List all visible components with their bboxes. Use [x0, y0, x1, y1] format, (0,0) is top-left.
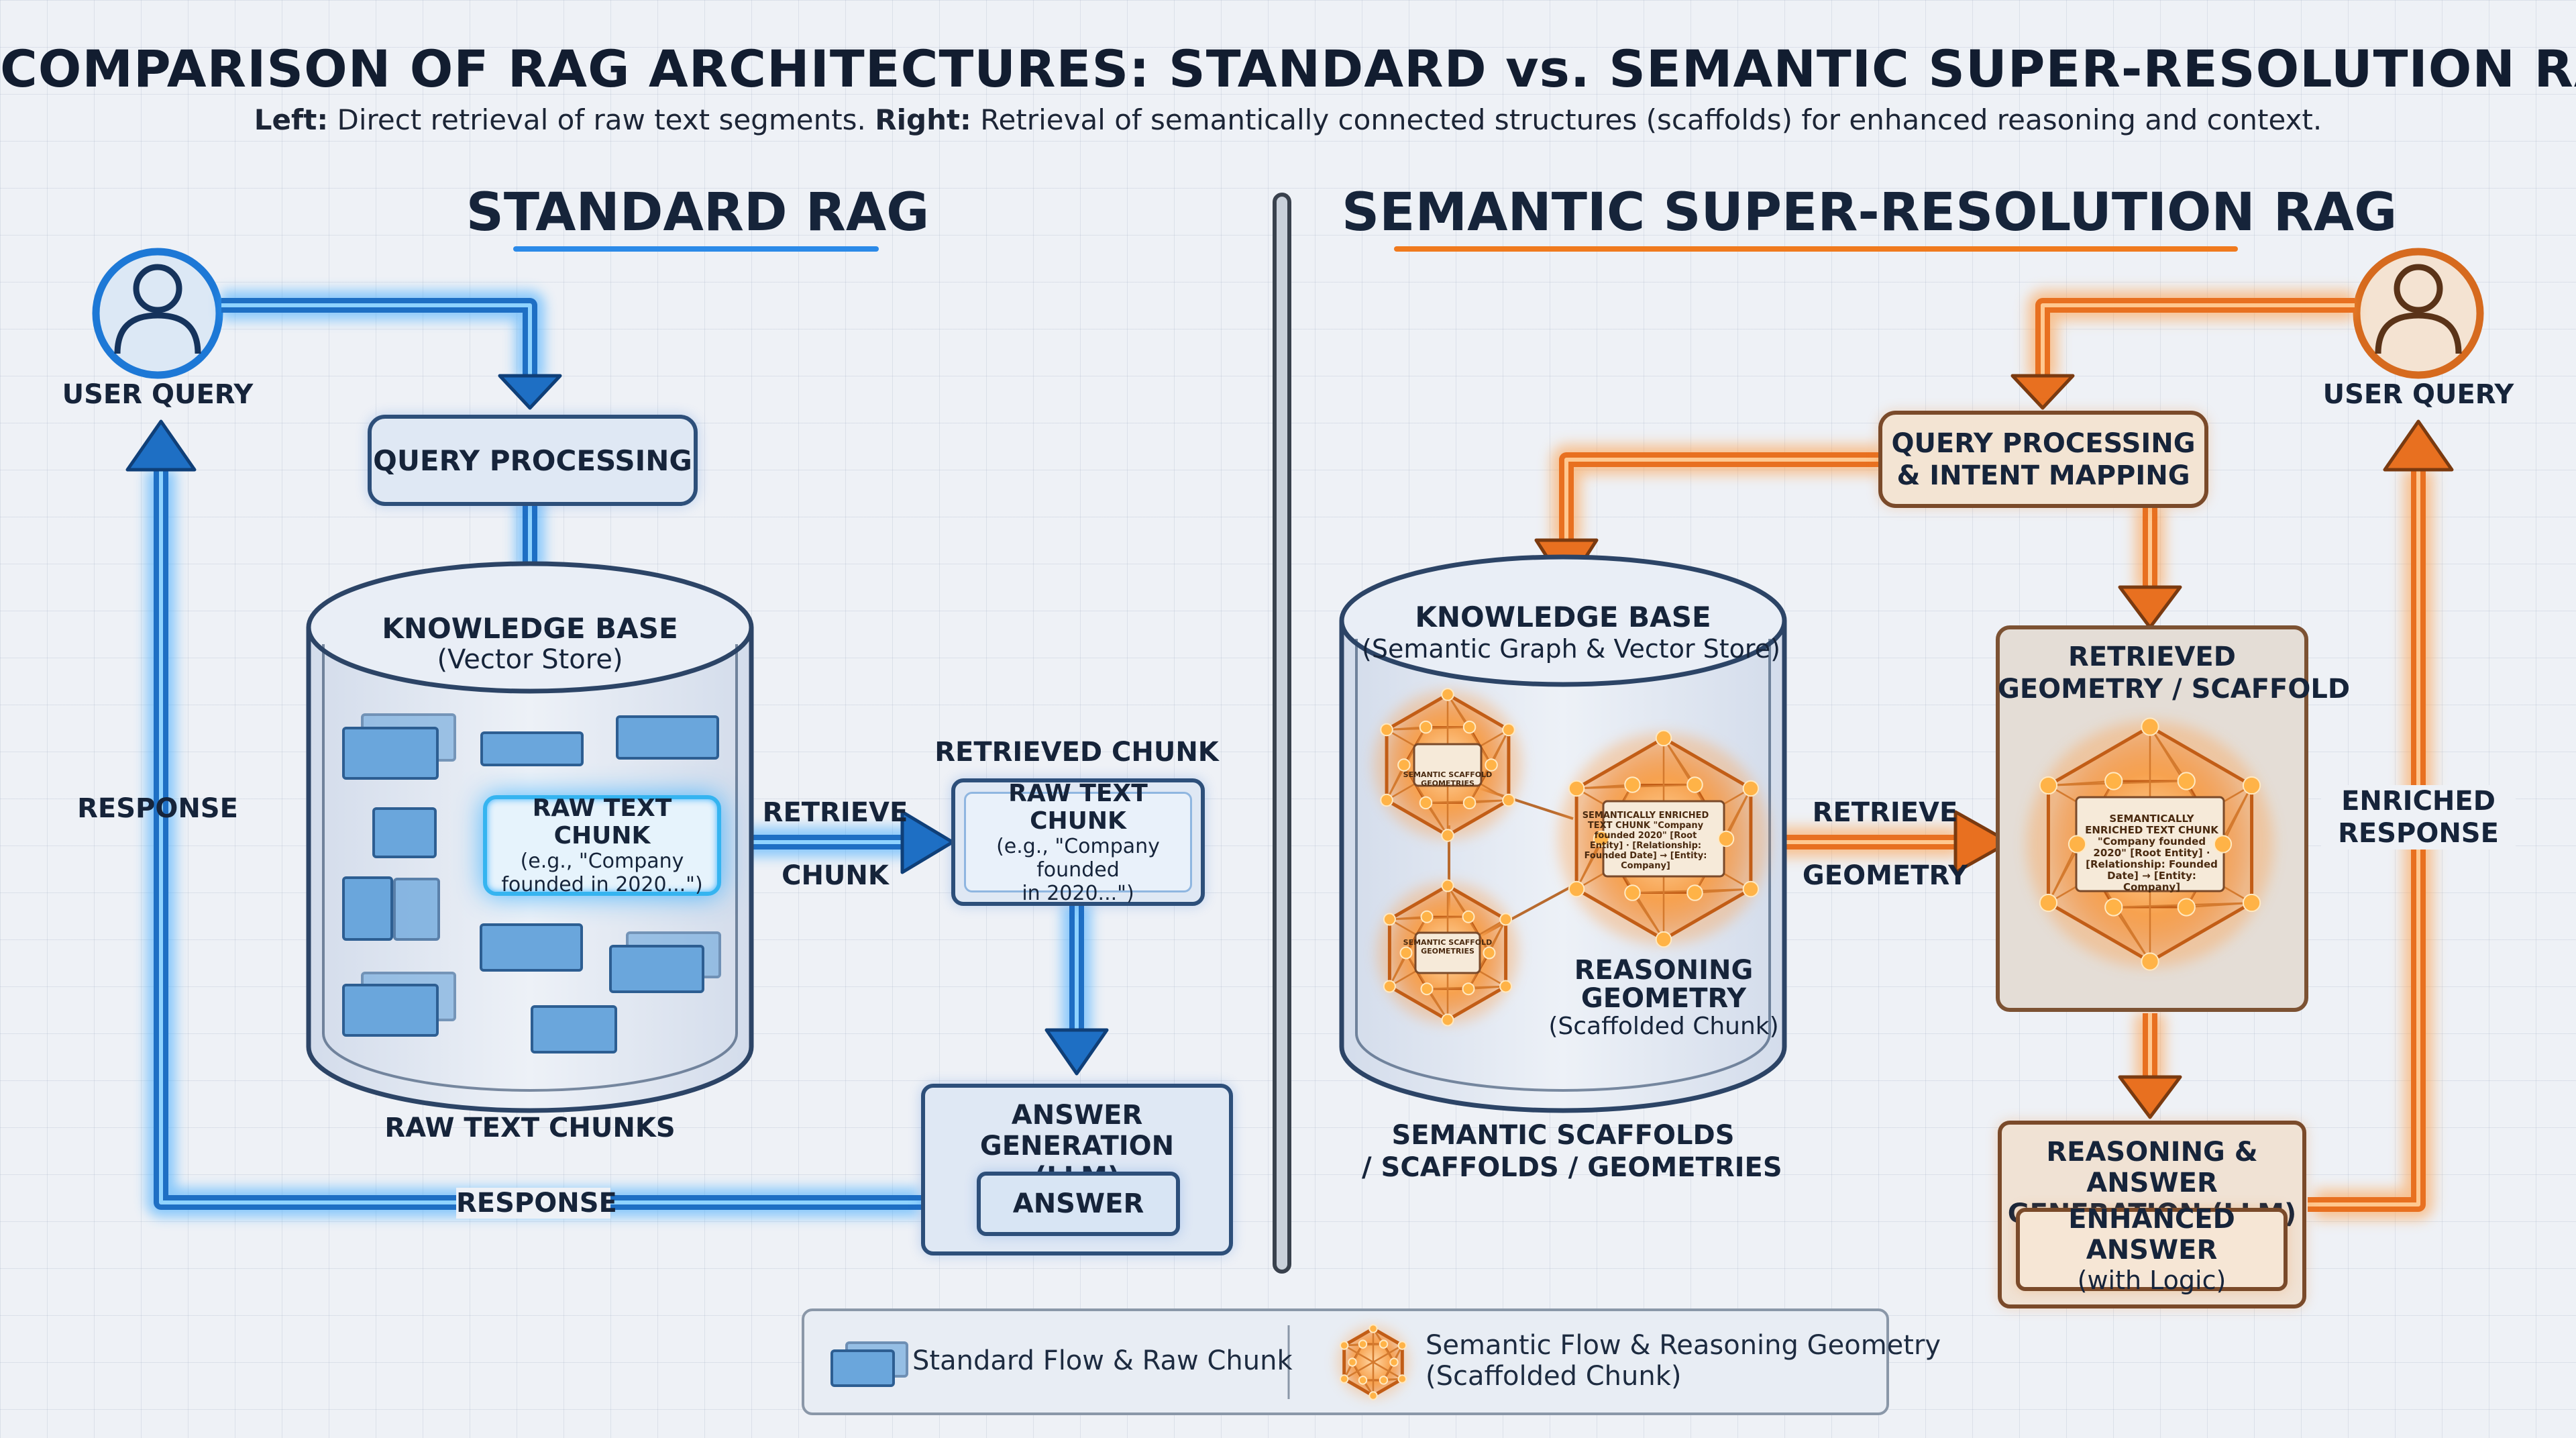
enhanced-answer-line-1: ENHANCED ANSWER — [2068, 1204, 2235, 1266]
retrieved-geometry-node-text: SEMANTICALLY ENRICHED TEXT CHUNK "Compan… — [2085, 813, 2218, 893]
raw-text-chunks-label: RAW TEXT CHUNKS — [384, 1113, 676, 1143]
legend-geometry-icon — [1338, 1324, 1409, 1400]
standard-raw-chunk-icons — [342, 713, 721, 1054]
standard-retrieve-label-2: CHUNK — [782, 860, 889, 891]
standard-kb-subtitle: (Vector Store) — [437, 644, 623, 675]
standard-user-query-label: USER QUERY — [62, 379, 254, 410]
reasoning-geometry-line-1: REASONING — [1574, 955, 1754, 986]
legend-standard-text: Standard Flow & Raw Chunk — [912, 1345, 1293, 1376]
retrieved-geometry-line-2: GEOMETRY / SCAFFOLD — [1998, 674, 2351, 705]
enriched-response-line-2: RESPONSE — [2338, 818, 2499, 849]
legend-hex-icon — [1338, 1324, 1409, 1400]
geometry-nodes — [1373, 688, 2273, 1027]
standard-raw-text-chunk: RAW TEXT CHUNK (e.g., "Company founded i… — [483, 794, 721, 896]
subtitle-left-text: Direct retrieval of raw text segments. — [337, 103, 866, 136]
retrieved-chunk-inner: RAW TEXT CHUNK (e.g., "Company founded i… — [964, 780, 1192, 905]
semantic-retrieve-label-2: GEOMETRY — [1802, 860, 1968, 891]
semantic-heading: SEMANTIC SUPER-RESOLUTION RAG — [1342, 183, 2398, 243]
semantic-query-processing-line-1: QUERY PROCESSING — [1891, 427, 2196, 459]
raw-chunk-text-1: (e.g., "Company — [520, 850, 684, 873]
raw-chunk-title: RAW TEXT CHUNK — [532, 794, 672, 850]
standard-kb-title: KNOWLEDGE BASE — [382, 612, 678, 645]
subtitle-right-text: Retrieval of semantically connected stru… — [980, 103, 2322, 136]
center-divider — [1273, 193, 1291, 1274]
semantic-scaffolds-line-2: / SCAFFOLDS / GEOMETRIES — [1362, 1152, 1782, 1183]
diagram-subtitle: Left: Direct retrieval of raw text segme… — [0, 103, 2576, 136]
answer-label: ANSWER — [1012, 1188, 1144, 1219]
retrieved-chunk-title: RAW TEXT CHUNK — [1008, 779, 1148, 835]
standard-query-processing-box: QUERY PROCESSING — [368, 415, 698, 506]
standard-response-side-label: RESPONSE — [77, 793, 238, 824]
answer-generation-line-1: ANSWER GENERATION — [979, 1100, 1175, 1162]
raw-chunk-text-2: founded in 2020...") — [501, 873, 703, 896]
standard-response-bottom-label: RESPONSE — [456, 1188, 617, 1219]
enhanced-answer-box: ENHANCED ANSWER (with Logic) — [2016, 1204, 2288, 1295]
semantic-scaffolds-line-1: SEMANTIC SCAFFOLDS — [1391, 1120, 1735, 1151]
reasoning-geometry-line-3: (Scaffolded Chunk) — [1548, 1013, 1779, 1040]
enhanced-answer-line-2: (with Logic) — [2077, 1266, 2226, 1295]
standard-answer-box: ANSWER — [977, 1172, 1180, 1236]
standard-heading-underline — [513, 246, 879, 252]
legend-semantic-line-2: (Scaffolded Chunk) — [1426, 1361, 1682, 1392]
reasoning-answer-line-1: REASONING & ANSWER — [2046, 1137, 2258, 1198]
reasoning-geometry-line-2: GEOMETRY — [1580, 983, 1747, 1014]
semantic-kb-title: KNOWLEDGE BASE — [1415, 601, 1711, 633]
standard-retrieved-chunk-box: RAW TEXT CHUNK (e.g., "Company founded i… — [951, 778, 1205, 906]
semantic-query-processing-box: QUERY PROCESSING & INTENT MAPPING — [1878, 411, 2208, 508]
semantic-query-processing-line-2: & INTENT MAPPING — [1896, 460, 2190, 491]
subtitle-left-label: Left: — [254, 103, 329, 136]
reasoning-geometry-label: REASONING GEOMETRY (Scaffolded Chunk) — [1529, 956, 1798, 1041]
standard-retrieve-label-1: RETRIEVE — [762, 797, 908, 828]
enriched-response-line-1: ENRICHED — [2341, 786, 2496, 817]
scaffold-node-small-2 — [1377, 879, 1518, 1027]
semantic-user-query-label: USER QUERY — [2322, 379, 2514, 410]
retrieved-geometry-line-1: RETRIEVED — [2068, 641, 2236, 672]
retrieved-chunk-text-1: (e.g., "Company founded — [996, 834, 1160, 882]
retrieved-geometry-node — [2027, 717, 2273, 971]
diagram-title: COMPARISON OF RAG ARCHITECTURES: STANDAR… — [0, 39, 2576, 99]
scaffold-node-small-2-text: SEMANTIC SCAFFOLD GEOMETRIES — [1403, 938, 1493, 956]
standard-query-processing-label: QUERY PROCESSING — [373, 444, 692, 477]
standard-heading: STANDARD RAG — [466, 183, 930, 243]
subtitle-right-label: Right: — [875, 103, 971, 136]
scaffold-node-big-text: SEMANTICALLY ENRICHED TEXT CHUNK "Compan… — [1582, 811, 1709, 871]
scaffold-node-small-1-text: SEMANTIC SCAFFOLD GEOMETRIES — [1403, 770, 1493, 788]
semantic-flow-arrows — [1534, 291, 2454, 1219]
semantic-heading-underline — [1394, 246, 2238, 252]
enriched-response-label: ENRICHED RESPONSE — [2321, 785, 2516, 850]
semantic-scaffolds-label: SEMANTIC SCAFFOLDS / SCAFFOLDS / GEOMETR… — [1362, 1119, 1782, 1184]
legend-semantic-text: Semantic Flow & Reasoning Geometry (Scaf… — [1426, 1330, 1941, 1392]
scaffold-node-small-1 — [1373, 688, 1522, 842]
semantic-user-avatar — [2353, 248, 2484, 379]
scaffold-node-big — [1558, 729, 1770, 948]
retrieved-geometry-label: RETRIEVED GEOMETRY / SCAFFOLD — [1998, 641, 2351, 705]
semantic-kb-subtitle: (Semantic Graph & Vector Store) — [1362, 634, 1780, 664]
standard-retrieved-chunk-label: RETRIEVED CHUNK — [934, 737, 1219, 768]
semantic-retrieve-label-1: RETRIEVE — [1812, 797, 1958, 828]
legend-semantic-line-1: Semantic Flow & Reasoning Geometry — [1426, 1330, 1941, 1361]
retrieved-chunk-text-2: in 2020...") — [1022, 881, 1134, 905]
standard-user-avatar — [92, 248, 223, 379]
